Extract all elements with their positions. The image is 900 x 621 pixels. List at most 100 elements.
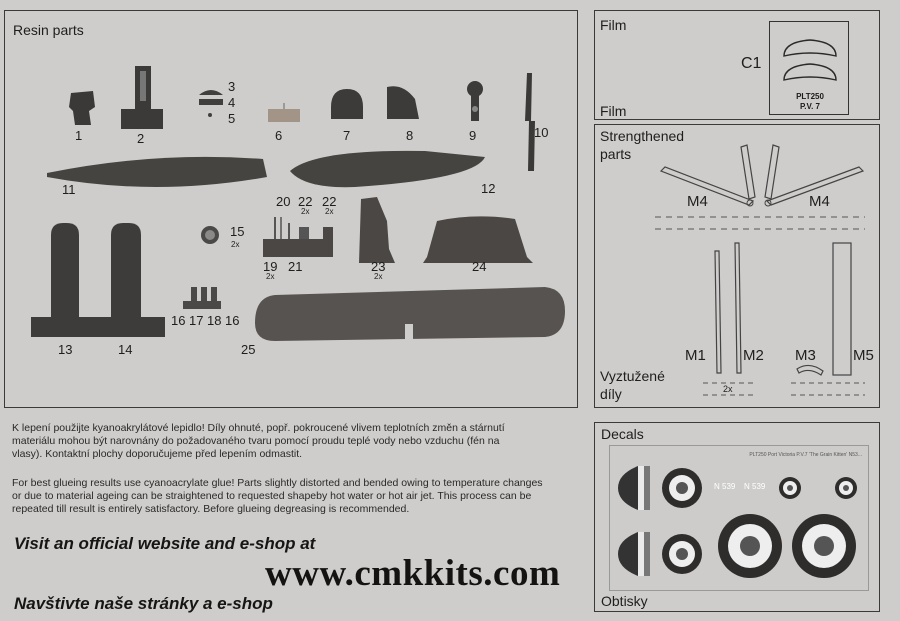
- strengthened-drawing: [655, 144, 865, 396]
- label-21: 21: [288, 259, 303, 274]
- label-9: 9: [469, 128, 477, 143]
- roundel-5: [718, 514, 782, 578]
- label-13: 13: [58, 342, 73, 357]
- label-7: 7: [343, 128, 351, 143]
- m4-left: [659, 166, 755, 206]
- label-5: 5: [228, 111, 236, 126]
- resin-parts-drawing: [31, 66, 565, 341]
- label-22a-qty: 2x: [301, 207, 310, 216]
- decal-serial-2: N 539: [744, 482, 766, 491]
- instructions-cz: K lepení použijte kyanoakrylátové lepidl…: [12, 422, 582, 461]
- instructions-en-line1: For best glueing results use cyanoacryla…: [12, 477, 543, 489]
- label-23: 23: [371, 259, 386, 274]
- part-8: [387, 86, 419, 119]
- label-m3: M3: [795, 347, 816, 364]
- promo-visit: Visit an official website and e-shop at: [14, 534, 316, 553]
- label-m5: M5: [853, 347, 874, 364]
- part-10-propeller: [525, 73, 535, 171]
- part-6: [268, 109, 300, 122]
- part-19: [263, 239, 323, 257]
- part-5: [208, 113, 212, 117]
- label-m4-left: M4: [687, 193, 708, 210]
- decals-panel: Decals PLT250 Port Victoria P.V.7 'The G…: [594, 422, 880, 612]
- part-11: [47, 156, 267, 187]
- strengthened-cz-1: Vyztužené: [600, 368, 665, 384]
- label-22a: 22: [298, 194, 313, 209]
- roundel-4: [662, 534, 702, 574]
- instructions-en: For best glueing results use cyanoacryla…: [12, 477, 582, 516]
- promo-url[interactable]: www.cmkkits.com: [265, 553, 561, 594]
- part-25: [255, 287, 565, 341]
- label-20: 20: [276, 194, 291, 209]
- label-m2: M2: [743, 347, 764, 364]
- decal-serial-1: N 539: [714, 482, 736, 491]
- label-m12-qty: 2x: [723, 384, 733, 394]
- label-2: 2: [137, 131, 145, 146]
- instructions-cz-line2: materiálu mohou být narovnány do požadov…: [12, 435, 500, 447]
- m1: [714, 250, 722, 374]
- strengthened-title-2: parts: [600, 146, 632, 162]
- fin-flash-bottom: [618, 532, 638, 576]
- part-12: [290, 150, 485, 188]
- label-17: 17: [189, 313, 204, 328]
- film-box-line2: P.V. 7: [799, 102, 821, 111]
- label-23-qty: 2x: [374, 272, 383, 281]
- label-19: 19: [263, 259, 278, 274]
- strengthened-title-1: Strengthened: [600, 128, 685, 144]
- part-1: [69, 91, 95, 125]
- film-title-bottom: Film: [600, 103, 627, 119]
- decal-roundels: [618, 466, 857, 578]
- part-23: [359, 197, 395, 263]
- part-22b: [323, 227, 333, 257]
- instructions-en-line2: or due to material ageing can be straigh…: [12, 490, 532, 502]
- roundel-2: [779, 477, 801, 499]
- label-1: 1: [75, 128, 83, 143]
- label-6: 6: [275, 128, 283, 143]
- label-22b: 22: [322, 194, 337, 209]
- roundel-3: [835, 477, 857, 499]
- m4-right: [765, 166, 865, 206]
- fin-flash-top: [618, 466, 638, 510]
- label-m4-right: M4: [809, 193, 830, 210]
- label-12: 12: [481, 181, 496, 196]
- label-16a: 16: [171, 313, 186, 328]
- instructions-cz-line3: vlasy). Kontaktní plochy doporučujeme př…: [12, 448, 303, 460]
- decals-bottom-title: Obtisky: [601, 593, 648, 609]
- film-box-line1: PLT250: [796, 92, 824, 101]
- part-3: [199, 90, 223, 95]
- resin-parts-panel: Resin parts: [4, 10, 578, 408]
- part-2-base: [121, 109, 163, 129]
- strengthened-cz-2: díly: [600, 386, 622, 402]
- decals-title: Decals: [601, 426, 644, 442]
- label-18: 18: [207, 313, 222, 328]
- instructions-en-line3: repeated till result is entirely satisfa…: [12, 503, 410, 515]
- label-22b-qty: 2x: [325, 207, 334, 216]
- part-4: [199, 99, 223, 105]
- strengthened-parts-panel: Strengthened parts M4 M4 M1 M2 M3 M5 2x …: [594, 124, 880, 408]
- decal-sheet: PLT250 Port Victoria P.V.7 'The Grain Ki…: [609, 445, 869, 591]
- label-8: 8: [406, 128, 414, 143]
- label-11: 11: [62, 182, 76, 197]
- film-part-box: PLT250 P.V. 7: [769, 21, 849, 115]
- windshield-drawing: [783, 39, 837, 81]
- part-22a: [299, 227, 309, 239]
- label-19-qty: 2x: [266, 272, 275, 281]
- label-4: 4: [228, 95, 236, 110]
- film-title-top: Film: [600, 17, 627, 33]
- part-7: [331, 89, 363, 119]
- label-3: 3: [228, 79, 236, 94]
- label-15: 15: [230, 224, 245, 239]
- m3: [796, 364, 824, 376]
- roundel-1: [662, 468, 702, 508]
- label-m1: M1: [685, 347, 706, 364]
- m2: [734, 242, 742, 374]
- label-15-qty: 2x: [231, 240, 240, 249]
- roundel-6: [792, 514, 856, 578]
- label-24: 24: [472, 259, 487, 274]
- part-16-18: [183, 301, 221, 309]
- label-14: 14: [118, 342, 133, 357]
- label-16b: 16: [225, 313, 240, 328]
- resin-parts-title: Resin parts: [13, 22, 84, 38]
- label-25: 25: [241, 342, 256, 357]
- promo-visit-cz: Navštivte naše stránky a e-shop: [14, 594, 273, 613]
